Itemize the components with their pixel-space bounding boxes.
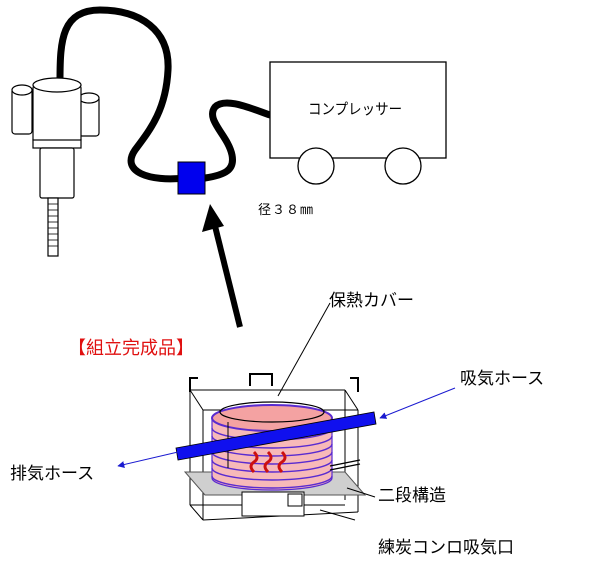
tool-barrel <box>39 147 75 199</box>
leader-cover <box>277 302 331 397</box>
exhaust-arrow <box>117 451 179 468</box>
flow-arrow-up <box>209 213 243 328</box>
compressor-icon <box>269 61 447 185</box>
diameter-label: 径３８㎜ <box>258 203 315 218</box>
leader-stove-intake <box>319 509 356 521</box>
flow-arrow-head <box>202 204 224 232</box>
air-hose <box>56 6 274 183</box>
assembled-product-title: 【組立完成品】 <box>68 338 194 359</box>
flame-icon <box>249 450 287 474</box>
lid-handle <box>249 373 273 386</box>
hose-coupler <box>177 161 206 195</box>
air-tool-icon <box>11 77 100 257</box>
two-stage-label: 二段構造 <box>378 486 446 506</box>
exhaust-hose-label: 排気ホース <box>10 464 95 484</box>
stove-intake-label: 練炭コンロ吸気口 <box>378 538 514 558</box>
tool-body <box>32 85 82 143</box>
compressor-label: コンプレッサー <box>308 100 403 118</box>
blue-pipe <box>175 411 377 461</box>
tool-top <box>32 77 82 93</box>
insulation-cover-label: 保熱カバー <box>329 291 414 311</box>
leader-two-stage <box>346 487 376 498</box>
intake-hose-label: 吸気ホース <box>460 369 545 389</box>
compressor-wheel-left <box>297 147 335 185</box>
assembled-unit <box>175 373 377 521</box>
tool-drill-bit <box>47 197 59 257</box>
compressor-body <box>269 61 447 159</box>
intake-arrow <box>379 387 456 419</box>
compressor-wheel-right <box>384 147 422 185</box>
